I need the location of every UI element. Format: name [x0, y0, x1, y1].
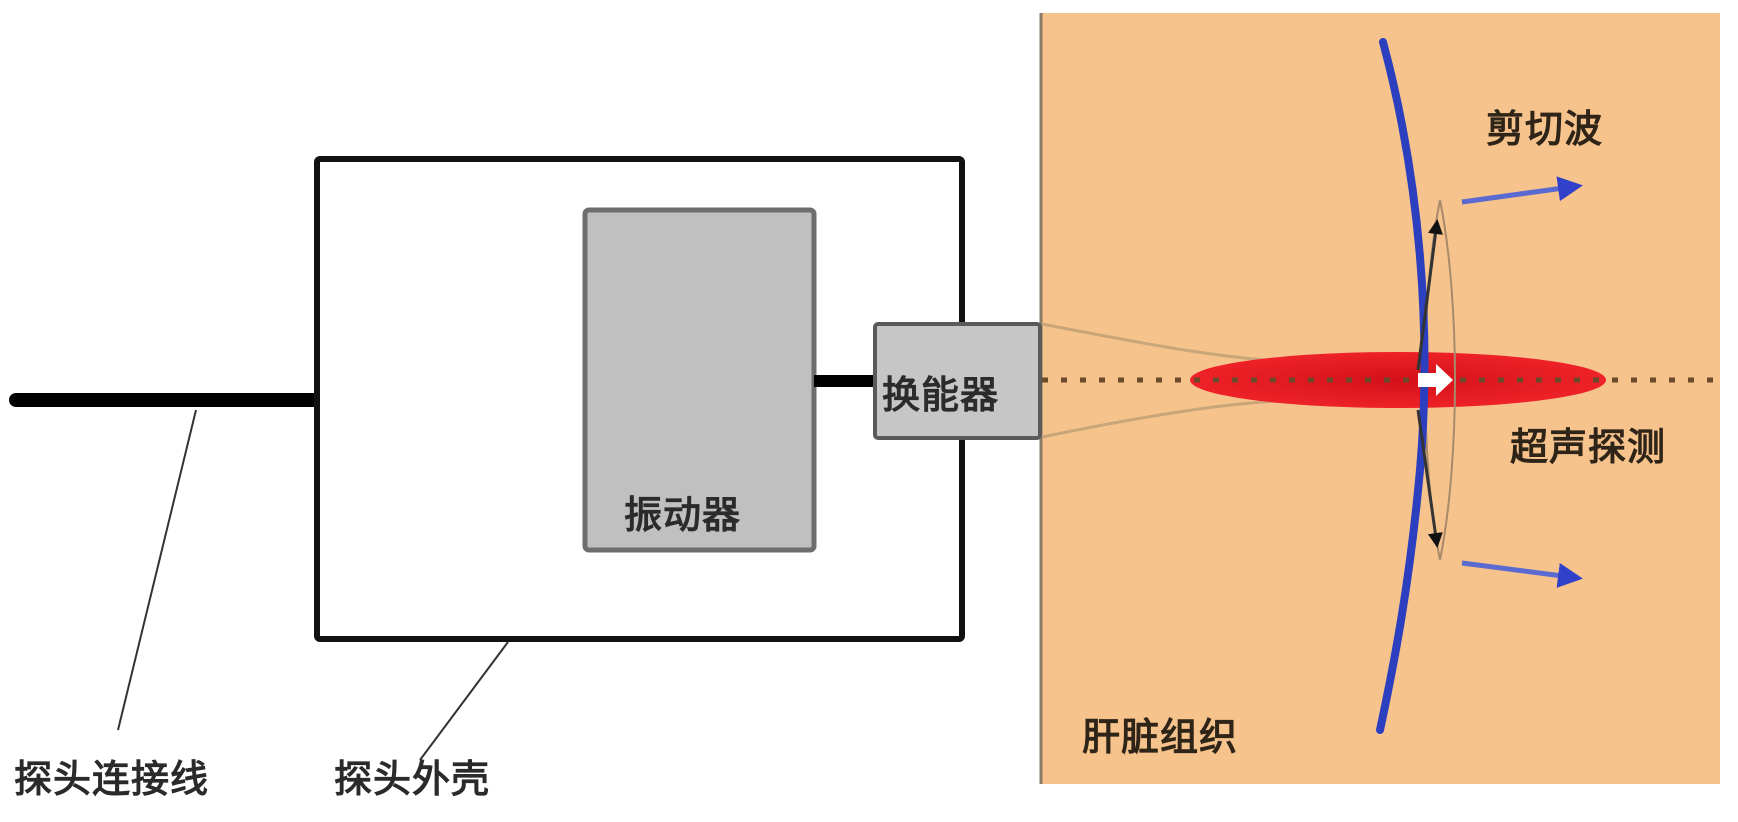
vibrator-label: 振动器 [624, 492, 742, 537]
displacement-arrows [1416, 219, 1443, 548]
transducer-label: 换能器 [882, 372, 1000, 417]
focal-zone [1190, 352, 1606, 408]
probe-cable-label: 探头连接线 [14, 756, 210, 801]
propagation-arrow-icon [1418, 364, 1453, 396]
liver-tissue-label: 肝脏组织 [1082, 714, 1239, 759]
ultrasound-detection-label: 超声探测 [1510, 424, 1667, 469]
probe-housing-label: 探头外壳 [334, 756, 491, 801]
shear-wave-arrows [1461, 176, 1583, 588]
shear-wavefront [1376, 38, 1429, 734]
transducer-block [873, 322, 1042, 440]
leader-lines [117, 409, 509, 761]
shear-wave-label: 剪切波 [1486, 106, 1604, 151]
